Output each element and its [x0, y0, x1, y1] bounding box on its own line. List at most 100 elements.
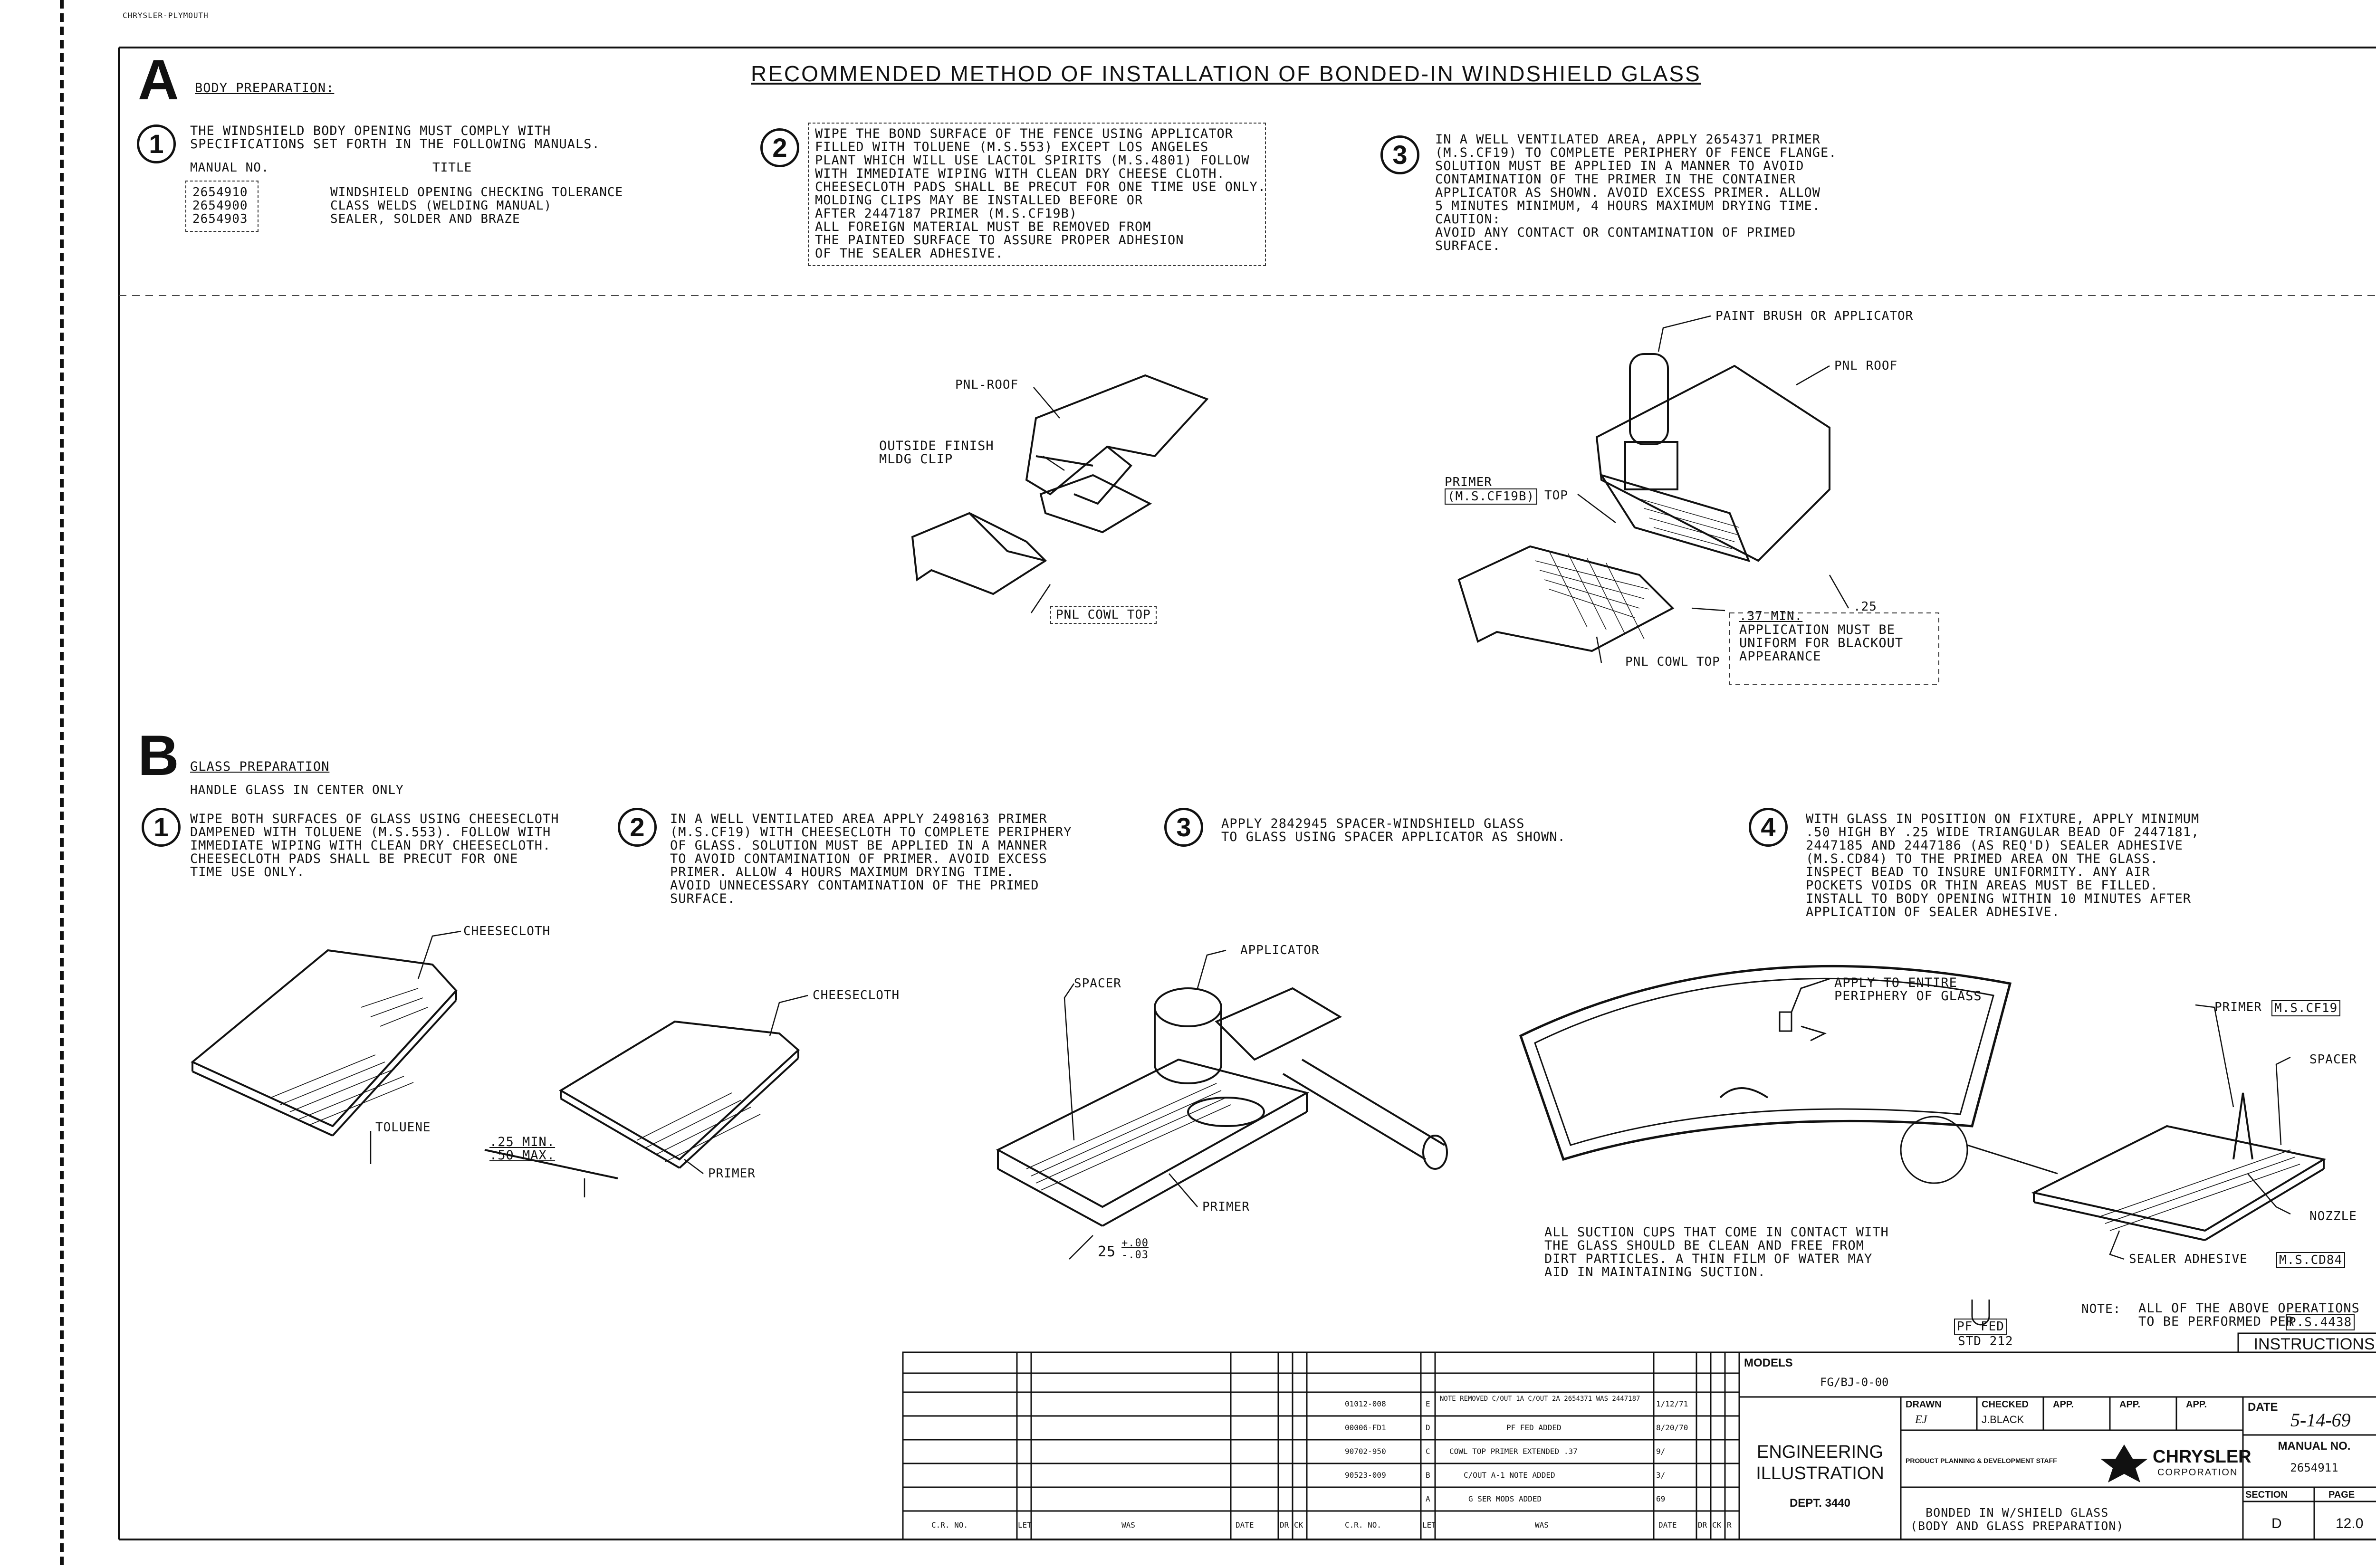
rev-row-d-date: 8/20/70 [1656, 1423, 1688, 1432]
b-step3-number: 3 [1164, 808, 1203, 847]
footer-note-text: ALL OF THE ABOVE OPERATIONS TO BE PERFOR… [2138, 1301, 2360, 1329]
rev-row-e-cr: 01012-008 [1345, 1399, 1386, 1408]
tb-date-label: DATE [2248, 1401, 2278, 1414]
a-step1-col-manual: MANUAL NO. [190, 161, 269, 175]
rev-row-e-let: E [1426, 1399, 1430, 1408]
tb-drawn-by: EJ [1915, 1414, 1927, 1426]
a-step3-number: 3 [1380, 135, 1419, 174]
b-step4-number: 4 [1749, 808, 1788, 847]
tb-checked-label: CHECKED [1982, 1399, 2029, 1410]
tb-app-label-2: APP. [2119, 1399, 2141, 1410]
fig-b3-dim-tol-top: +.00 [1121, 1237, 1149, 1249]
rev-col-dr-right: DR [1698, 1520, 1707, 1530]
rev-col-r-right: R [1727, 1520, 1732, 1530]
fig-b3-dim-tol-bot: -.03 [1121, 1249, 1149, 1261]
tb-dept-no: DEPT. 3440 [1789, 1497, 1851, 1510]
tb-desc: BONDED IN W/SHIELD GLASS (BODY AND GLASS… [1910, 1506, 2124, 1533]
fig-b4-spacer: SPACER [2309, 1052, 2357, 1067]
rev-col-cr-right: C.R. NO. [1345, 1520, 1382, 1530]
fig-a-right-note: APPLICATION MUST BE UNIFORM FOR BLACKOUT… [1739, 622, 1904, 664]
corner-note: CHRYSLER-PLYMOUTH [123, 11, 209, 20]
a-step1-text: THE WINDSHIELD BODY OPENING MUST COMPLY … [190, 124, 600, 152]
a-step1-number: 1 [137, 124, 176, 163]
a-manual-title-3: SEALER, SOLDER AND BRAZE [330, 212, 520, 226]
a-step1-col-title: TITLE [432, 161, 472, 175]
rev-row-d-cr: 00006-FD1 [1345, 1423, 1386, 1432]
fig-a-left-pnl-roof: PNL-ROOF [955, 378, 1019, 392]
fig-b4-sealer: SEALER ADHESIVE [2129, 1252, 2248, 1266]
rev-row-a-was: G SER MODS ADDED [1468, 1494, 1542, 1503]
fig-a-right-dim-25: .25 [1853, 600, 1877, 614]
fig-b3-spacer: SPACER [1074, 976, 1121, 991]
rev-col-date-left: DATE [1236, 1520, 1254, 1530]
rev-row-c-let: C [1426, 1447, 1430, 1456]
a-manual-title-1: WINDSHIELD OPENING CHECKING TOLERANCE [330, 185, 623, 200]
rev-row-b-date: 3/ [1656, 1471, 1666, 1480]
fig-a-right-pnl-roof: PNL ROOF [1834, 359, 1898, 373]
fig-a-right-primer: PRIMER [1445, 475, 1492, 489]
tb-manual-label: MANUAL NO. [2278, 1440, 2351, 1453]
rev-row-d-was: PF FED ADDED [1506, 1423, 1562, 1432]
pf-fed-label: PF FED [1954, 1319, 2007, 1335]
a-step3-text: IN A WELL VENTILATED AREA, APPLY 2654371… [1435, 132, 1837, 253]
fig-b4-suction: ALL SUCTION CUPS THAT COME IN CONTACT WI… [1544, 1225, 1889, 1280]
fig-a-right-brush: PAINT BRUSH OR APPLICATOR [1715, 309, 1914, 323]
fig-b4-nozzle: NOZZLE [2309, 1209, 2357, 1224]
tb-page-label: PAGE [2328, 1490, 2355, 1500]
a-step1-manual-box [185, 181, 259, 232]
fig-b4-primer: PRIMER [2214, 1000, 2262, 1014]
rev-col-was-left: WAS [1121, 1520, 1135, 1530]
b-step2-number: 2 [618, 808, 657, 847]
tb-checked-by: J.BLACK [1982, 1414, 2024, 1425]
rev-row-a-let: A [1426, 1494, 1430, 1503]
rev-row-c-cr: 90702-950 [1345, 1447, 1386, 1456]
tb-dept-line1: ENGINEERING [1756, 1442, 1884, 1462]
tb-manual-value: 2654911 [2290, 1461, 2338, 1474]
section-b-title: GLASS PREPARATION [190, 759, 330, 774]
footer-note-label: NOTE: [2081, 1302, 2121, 1316]
rev-col-ck-right: CK [1712, 1520, 1722, 1530]
section-a-letter: A [138, 48, 179, 112]
rev-row-b-let: B [1426, 1471, 1430, 1480]
section-b-subtitle: HANDLE GLASS IN CENTER ONLY [190, 783, 404, 797]
tb-models-value: FG/BJ-0-00 [1820, 1376, 1889, 1389]
rev-row-c-date: 9/ [1656, 1447, 1666, 1456]
a-step2-text: WIPE THE BOND SURFACE OF THE FENCE USING… [815, 126, 1266, 261]
a-step2-number: 2 [760, 128, 799, 167]
b-step2-text: IN A WELL VENTILATED AREA APPLY 2498163 … [670, 812, 1072, 906]
rev-col-cr-left: C.R. NO. [931, 1520, 968, 1530]
fig-b4-sealer-spec: M.S.CD84 [2276, 1252, 2346, 1268]
rev-col-ck-left: CK [1294, 1520, 1303, 1530]
rev-col-let-right: LET [1422, 1520, 1436, 1530]
fig-b2-cheesecloth: CHEESECLOTH [813, 988, 900, 1003]
fig-a-right-primer-spec: (M.S.CF19B) [1445, 488, 1538, 505]
page-title: RECOMMENDED METHOD OF INSTALLATION OF BO… [751, 61, 1701, 86]
a-step2-box [808, 123, 1266, 266]
fig-b1-toluene: TOLUENE [375, 1120, 431, 1135]
tb-brand-sub: CORPORATION [2157, 1467, 2238, 1478]
section-b-letter: B [138, 724, 179, 787]
fig-b3-primer: PRIMER [1202, 1200, 1250, 1214]
tb-app-label-3: APP. [2186, 1399, 2207, 1410]
tb-app-label-1: APP. [2053, 1399, 2074, 1410]
a-manual-title-2: CLASS WELDS (WELDING MANUAL) [330, 199, 552, 213]
rev-row-b-was: C/OUT A-1 NOTE ADDED [1464, 1471, 1555, 1480]
rev-col-date-right: DATE [1658, 1520, 1677, 1530]
tb-date-value: 5-14-69 [2290, 1409, 2351, 1431]
footer-note-spec: P.S.4438 [2286, 1314, 2355, 1330]
b-step4-text: WITH GLASS IN POSITION ON FIXTURE, APPLY… [1806, 812, 2200, 919]
rev-col-dr-left: DR [1280, 1520, 1289, 1530]
rev-row-a-date: 69 [1656, 1494, 1666, 1503]
a-manual-no-3: 2654903 [192, 212, 248, 226]
rev-col-was-right: WAS [1535, 1520, 1549, 1530]
rev-row-e-was: NOTE REMOVED C/OUT 1A C/OUT 2A 2654371 W… [1440, 1395, 1640, 1403]
tb-section-value: D [2271, 1516, 2282, 1531]
section-a-title: BODY PREPARATION: [195, 81, 335, 96]
fig-b4-apply: APPLY TO ENTIRE PERIPHERY OF GLASS [1834, 975, 1982, 1004]
a-manual-no-1: 2654910 [192, 185, 248, 200]
tb-drawn-label: DRAWN [1906, 1399, 1942, 1410]
fig-b1-cheesecloth: CHEESECLOTH [463, 924, 551, 938]
fig-a-left-clip: OUTSIDE FINISH MLDG CLIP [879, 439, 994, 467]
b-step1-text: WIPE BOTH SURFACES OF GLASS USING CHEESE… [190, 812, 559, 880]
